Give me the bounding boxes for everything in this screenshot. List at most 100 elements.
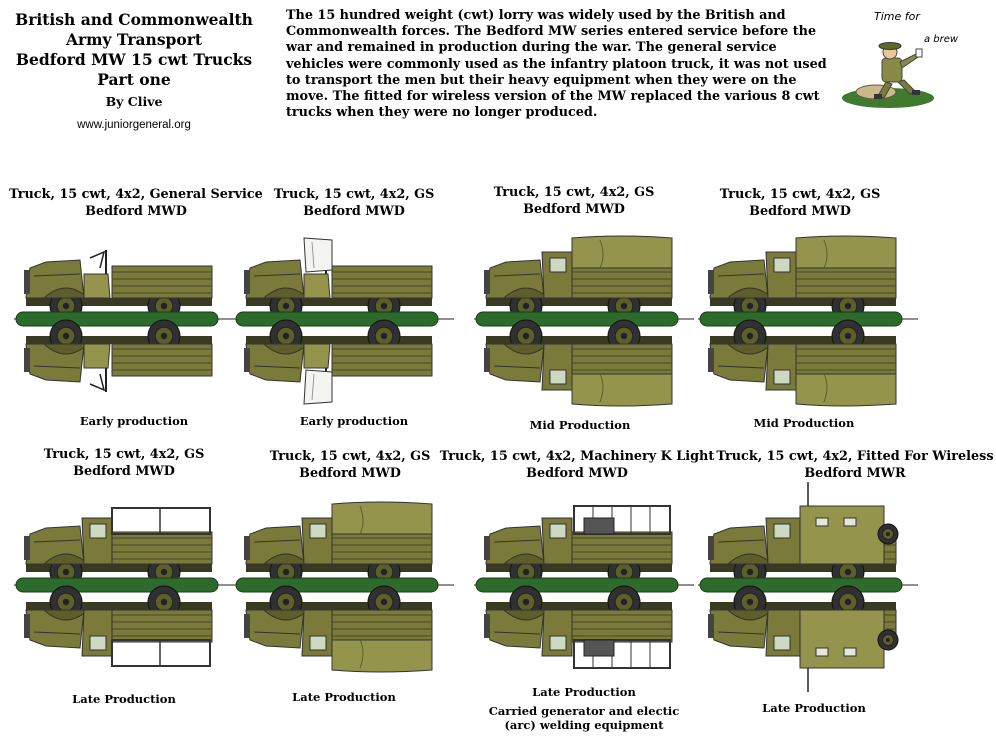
generator-icon [583,639,615,657]
truck-side-view [244,237,433,323]
cab-open [303,273,331,299]
chassis [246,336,432,344]
chassis [486,298,672,306]
truck-title: Truck, 15 cwt, 4x2, GS Bedford MWD [204,186,504,220]
canvas-tilt [571,373,673,407]
generator-icon [583,517,615,535]
truck-mirrored-view [24,319,213,392]
grille-icon [24,536,30,560]
truck-mirrored-view [24,585,213,667]
truck-caption-line: (arc) welding equipment [504,718,664,732]
website-link[interactable]: www.juniorgeneral.org [77,119,191,131]
grille-icon [708,270,714,294]
window-icon [773,635,791,651]
steering-wheel-icon [89,373,106,392]
truck-caption: Mid Production [694,416,914,430]
stand-bar [699,577,903,593]
truck-caption-line: Late Production [292,690,396,704]
canvas-hood [303,237,333,273]
chassis [710,336,896,344]
stand-bar [235,577,439,593]
truck-title: Truck, 15 cwt, 4x2, GS Bedford MWD [0,446,274,480]
truck-mirrored-view [244,319,433,405]
truck-side-view [484,505,673,589]
base-stand [14,311,234,327]
canopy-frame [111,639,211,667]
grille-icon [484,270,490,294]
truck-title-line: Bedford MWD [73,464,175,479]
truck-title-line: Truck, 15 cwt, 4x2, GS [493,185,655,200]
cab-open [83,273,111,299]
cab-open [83,343,111,369]
title-line-2: Army Transport [65,30,203,49]
truck-caption: Mid Production [470,418,690,432]
truck-title-line: Bedford MWD [523,202,625,217]
truck-caption-line: Late Production [532,685,636,699]
chassis [26,564,212,572]
canvas-tilt [331,501,433,535]
title-line-1: British and Commonwealth [15,10,253,29]
truck-caption-line: Mid Production [529,418,631,432]
window-icon [773,369,791,385]
window-icon [89,635,107,651]
window-icon [309,635,327,651]
truck-side-view [244,501,433,589]
truck-title-line: Truck, 15 cwt, 4x2, General Service [9,187,263,202]
stand-bar [699,311,903,327]
grille-icon [24,614,30,638]
chassis [26,336,212,344]
base-stand [234,577,454,593]
window-icon [815,517,829,527]
base-stand [474,577,694,593]
canopy-frame [111,507,211,535]
truck-title-line: Truck, 15 cwt, 4x2, GS [273,187,435,202]
canvas-tilt [571,235,673,269]
base-stand [698,311,918,327]
truck-title-line: Truck, 15 cwt, 4x2, GS [43,447,205,462]
truck-caption: Late Production [234,690,454,704]
base-stand [234,311,454,327]
window-icon [309,523,327,539]
canvas-tilt [795,373,897,407]
base-stand [14,577,234,593]
window-icon [773,257,791,273]
truck-mirrored-view [484,585,673,669]
truck-title-line: Bedford MWD [526,466,628,481]
truck-title-line: Bedford MWD [303,204,405,219]
truck-side-view [24,507,213,589]
window-icon [815,647,829,657]
stand-bar [15,311,219,327]
grille-icon [244,614,250,638]
truck-side-view [708,235,897,323]
chassis [486,564,672,572]
cab-open [303,343,331,369]
truck-mirrored-view [244,585,433,673]
truck-title-line: Truck, 15 cwt, 4x2, GS [269,449,431,464]
chassis [710,298,896,306]
window-icon [89,523,107,539]
stand-bar [475,577,679,593]
grille-icon [484,536,490,560]
stand-bar [15,577,219,593]
canvas-tilt [331,639,433,673]
window-icon [773,523,791,539]
grille-icon [484,614,490,638]
grille-icon [244,270,250,294]
grille-icon [484,348,490,372]
window-icon [549,523,567,539]
truck-title-line: Bedford MWR [804,466,906,481]
window-icon [549,369,567,385]
grille-icon [24,270,30,294]
truck-caption: Late Production [704,701,924,715]
truck-mirrored-view [484,319,673,407]
wireless-body [799,609,885,669]
truck-title-line: Truck, 15 cwt, 4x2, GS [719,187,881,202]
steering-wheel-icon [89,250,106,269]
canvas-hood [303,369,333,405]
window-icon [843,517,857,527]
truck-side-view [484,235,673,323]
title-line-3: Bedford MW 15 cwt Trucks [15,50,253,69]
